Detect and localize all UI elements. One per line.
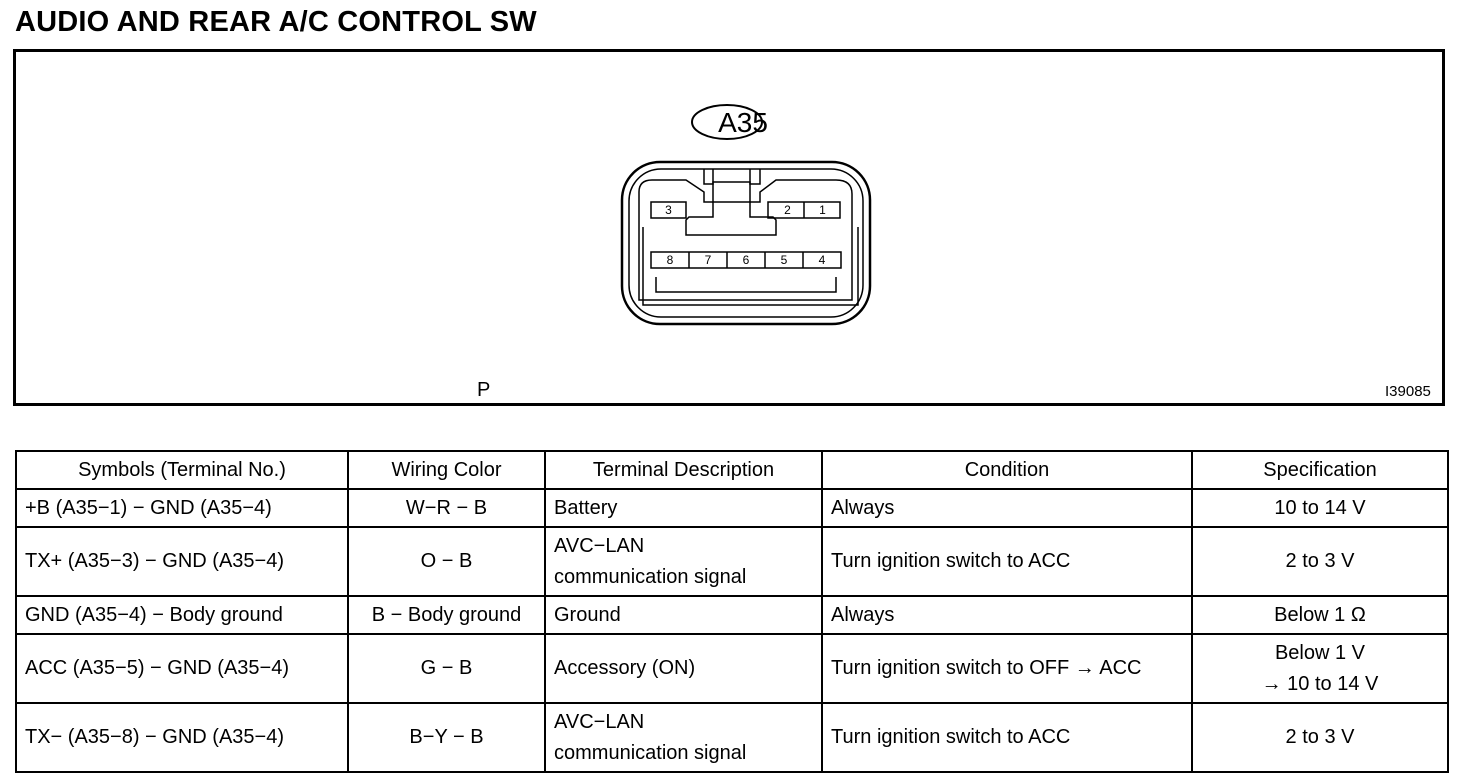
cell-wiring-color: B − Body ground — [347, 595, 546, 635]
pin-label-1: 1 — [819, 203, 826, 217]
pin-label-5: 5 — [780, 253, 788, 267]
pin-label-7: 7 — [704, 253, 712, 267]
cell-specification: 2 to 3 V — [1191, 526, 1449, 597]
specification-line: Below 1 Ω — [1274, 603, 1366, 626]
figure-number: I39085 — [1385, 383, 1431, 400]
cell-symbols: GND (A35−4) − Body ground — [15, 595, 349, 635]
pin-box-3 — [650, 201, 687, 219]
cell-symbols: TX− (A35−8) − GND (A35−4) — [15, 702, 349, 773]
cell-wiring-color: B−Y − B — [347, 702, 546, 773]
connector-diagram: A35 3 2 1 8 7 6 5 4 P I39085 — [13, 49, 1445, 406]
cell-condition: Turn ignition switch to OFF → ACC — [821, 633, 1193, 704]
cell-specification: Below 1 V → 10 to 14 V — [1191, 633, 1449, 704]
description-line: communication signal — [554, 565, 747, 588]
connector-color-code: P — [477, 379, 491, 401]
pin-label-6: 6 — [742, 253, 750, 267]
cell-description: Accessory (ON) — [544, 633, 823, 704]
cell-description: AVC−LAN communication signal — [544, 526, 823, 597]
header-specification: Specification — [1191, 450, 1449, 490]
pin-label-4: 4 — [818, 253, 826, 267]
specification-line: → 10 to 14 V — [1261, 672, 1379, 695]
cell-specification: 2 to 3 V — [1191, 702, 1449, 773]
connector-drawing — [620, 104, 872, 326]
terminal-spec-table: Symbols (Terminal No.) Wiring Color Term… — [15, 450, 1449, 773]
cell-condition: Always — [821, 595, 1193, 635]
cell-specification: Below 1 Ω — [1191, 595, 1449, 635]
table-row: TX− (A35−8) − GND (A35−4) B−Y − B AVC−LA… — [15, 702, 1449, 773]
cell-symbols: +B (A35−1) − GND (A35−4) — [15, 488, 349, 528]
description-line: Ground — [554, 603, 621, 626]
specification-line: 2 to 3 V — [1285, 726, 1355, 748]
cell-condition: Turn ignition switch to ACC — [821, 526, 1193, 597]
connector-housing-outer — [620, 160, 872, 326]
page-title: AUDIO AND REAR A/C CONTROL SW — [15, 6, 537, 38]
cell-wiring-color: G − B — [347, 633, 546, 704]
pin-label-3: 3 — [665, 203, 672, 217]
table-row: ACC (A35−5) − GND (A35−4) G − B Accessor… — [15, 633, 1449, 704]
cell-condition: Turn ignition switch to ACC — [821, 702, 1193, 773]
cell-condition: Always — [821, 488, 1193, 528]
connector-id-label: A35 — [718, 107, 768, 138]
header-terminal-description: Terminal Description — [544, 450, 823, 490]
table-row: TX+ (A35−3) − GND (A35−4) O − B AVC−LAN … — [15, 526, 1449, 597]
description-line: communication signal — [554, 741, 747, 764]
description-line: AVC−LAN — [554, 534, 645, 557]
cell-description: AVC−LAN communication signal — [544, 702, 823, 773]
table-row: +B (A35−1) − GND (A35−4) W−R − B Battery… — [15, 488, 1449, 528]
pin-label-2: 2 — [784, 203, 791, 217]
table-row: GND (A35−4) − Body ground B − Body groun… — [15, 595, 1449, 635]
description-line: Accessory (ON) — [554, 657, 696, 679]
specification-line: Below 1 V — [1274, 641, 1366, 664]
cell-specification: 10 to 14 V — [1191, 488, 1449, 528]
table-header-row: Symbols (Terminal No.) Wiring Color Term… — [15, 450, 1449, 490]
description-line: Battery — [554, 496, 618, 519]
cell-symbols: ACC (A35−5) − GND (A35−4) — [15, 633, 349, 704]
cavity-outline — [638, 179, 853, 301]
cell-description: Ground — [544, 595, 823, 635]
cell-wiring-color: O − B — [347, 526, 546, 597]
specification-line: 10 to 14 V — [1274, 496, 1366, 519]
connector-id-ellipse — [691, 104, 763, 140]
specification-line: 2 to 3 V — [1285, 550, 1355, 572]
connector-housing-inner — [628, 168, 864, 318]
cell-symbols: TX+ (A35−3) − GND (A35−4) — [15, 526, 349, 597]
pin-label-8: 8 — [666, 253, 674, 267]
description-line: AVC−LAN — [554, 710, 645, 733]
header-wiring-color: Wiring Color — [347, 450, 546, 490]
header-symbols: Symbols (Terminal No.) — [15, 450, 349, 490]
lock-tab — [712, 181, 751, 203]
cell-wiring-color: W−R − B — [347, 488, 546, 528]
pin-row-bottom — [650, 251, 842, 269]
header-condition: Condition — [821, 450, 1193, 490]
cell-description: Battery — [544, 488, 823, 528]
